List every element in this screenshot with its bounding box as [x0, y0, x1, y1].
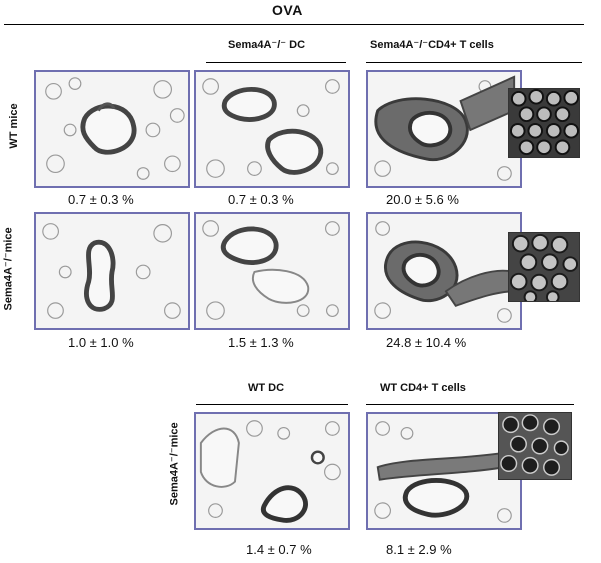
title-rule: [4, 24, 584, 25]
column-header-wt-dc-rule: [196, 404, 348, 405]
stat-r2c2: 1.5 ± 1.3 %: [228, 335, 294, 350]
micrograph-sema-cd4-wt-mice: [366, 70, 522, 188]
row-label-wt-mice: WT mice: [8, 103, 20, 149]
stat-r1c3: 20.0 ± 5.6 %: [386, 192, 459, 207]
row-label-sema-mice-2: Sema4A⁻/⁻mice: [168, 422, 181, 506]
micrograph-wt-cd4-sema-mice: [366, 412, 522, 530]
micrograph-inset-row2: [508, 232, 580, 302]
stat-r3c1: 1.4 ± 0.7 %: [246, 542, 312, 557]
stat-r2c1: 1.0 ± 1.0 %: [68, 335, 134, 350]
micrograph-wt-ova: [34, 70, 190, 188]
stat-r1c2: 0.7 ± 0.3 %: [228, 192, 294, 207]
column-header-sema-cd4: Sema4A⁻/⁻CD4+ T cells: [370, 39, 494, 51]
stat-r2c3: 24.8 ± 10.4 %: [386, 335, 467, 350]
figure-title: OVA: [272, 2, 303, 18]
row-label-sema-mice-1: Sema4A⁻/⁻mice: [2, 227, 15, 311]
micrograph-sema-dc-sema-mice: [194, 212, 350, 330]
micrograph-inset-row1: [508, 88, 580, 158]
stat-r1c1: 0.7 ± 0.3 %: [68, 192, 134, 207]
stat-r3c2: 8.1 ± 2.9 %: [386, 542, 452, 557]
micrograph-sema-dc-wt-mice: [194, 70, 350, 188]
micrograph-sema-cd4-sema-mice: [366, 212, 522, 330]
column-header-sema-cd4-rule: [366, 62, 582, 63]
column-header-sema-dc-rule: [206, 62, 346, 63]
column-header-sema-dc: Sema4A⁻/⁻ DC: [228, 39, 306, 51]
micrograph-wt-ova-sema-mice: [34, 212, 190, 330]
column-header-wt-cd4-rule: [366, 404, 574, 405]
micrograph-inset-row3: [498, 412, 572, 480]
column-header-wt-dc: WT DC: [248, 382, 285, 394]
micrograph-wt-dc-sema-mice: [194, 412, 350, 530]
column-header-wt-cd4: WT CD4+ T cells: [380, 382, 466, 394]
